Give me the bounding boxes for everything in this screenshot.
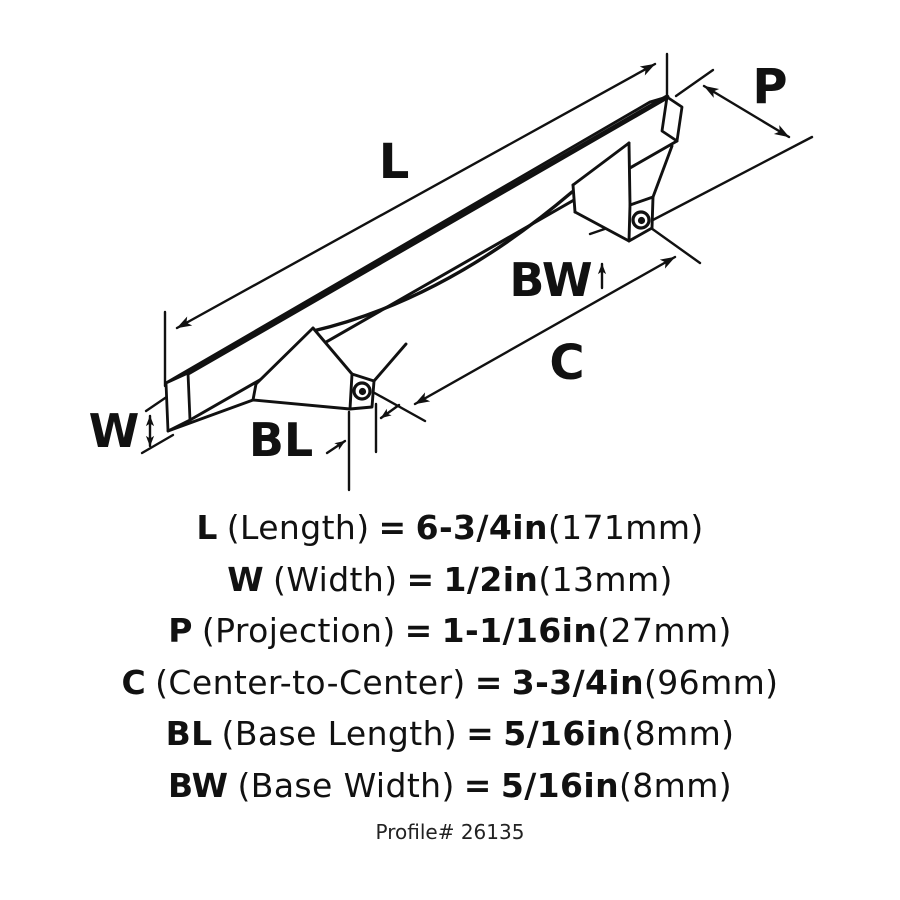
spec-value-metric: (13mm)	[538, 559, 673, 599]
spec-value-imperial: 1/2in	[443, 559, 539, 599]
spec-name: (Center-to-Center)	[155, 662, 466, 702]
spec-line-projection: P(Projection)=1-1/16in(27mm)	[168, 605, 731, 657]
left-post-left-slope	[254, 326, 315, 386]
label-BL: BL	[249, 413, 313, 467]
spec-value-imperial: 5/16in	[500, 765, 619, 805]
spec-line-center-to-center: C(Center-to-Center)=3-3/4in(96mm)	[122, 657, 779, 709]
right-post	[571, 141, 674, 243]
spec-label: BL	[165, 714, 213, 754]
spec-name: (Base Width)	[237, 765, 455, 805]
equals-sign: =	[463, 765, 492, 805]
spec-name: (Length)	[226, 508, 370, 548]
spec-value-imperial: 6-3/4in	[415, 508, 548, 548]
left-post	[251, 326, 408, 411]
bar-right-end-face	[660, 95, 684, 143]
spec-value-metric: (171mm)	[547, 508, 704, 548]
equals-sign: =	[404, 611, 433, 651]
spec-name: (Width)	[273, 559, 398, 599]
spec-label: C	[121, 662, 147, 702]
left-post-right-slope	[372, 342, 408, 383]
right-post-bottom-edge	[573, 210, 631, 243]
label-W: W	[89, 404, 140, 458]
right-post-right-slope	[651, 144, 674, 199]
spec-value-imperial: 1-1/16in	[441, 611, 598, 651]
spec-value-imperial: 3-3/4in	[511, 662, 645, 702]
bar-bottom-back-edge	[166, 398, 255, 433]
dimension-ext-C-right	[649, 226, 702, 265]
dimension-annotations	[140, 52, 814, 492]
label-L: L	[379, 134, 410, 190]
dimension-ext-P-bottom	[647, 135, 814, 224]
dimension-line-P	[702, 84, 791, 139]
label-BW: BW	[509, 253, 592, 307]
handle-bar	[164, 94, 684, 433]
dimension-spec-list: L(Length)=6-3/4in(171mm) W(Width)=1/2in(…	[0, 502, 900, 844]
right-post-left-edge	[571, 183, 577, 214]
equals-sign: =	[466, 714, 495, 754]
spec-line-base-width: BW(Base Width)=5/16in(8mm)	[168, 760, 732, 812]
spec-label: L	[196, 508, 218, 548]
spec-value-metric: (96mm)	[644, 662, 779, 702]
right-post-inner-edge	[627, 141, 632, 207]
screw-hole-left-center	[358, 387, 367, 396]
equals-sign: =	[406, 559, 435, 599]
profile-number: Profile# 26135	[375, 820, 525, 844]
right-post-body	[573, 143, 630, 241]
bar-front-ridge	[185, 94, 670, 376]
left-post-bottom-edge	[251, 398, 352, 411]
left-post-inner-edge	[311, 326, 354, 376]
label-C: C	[549, 335, 584, 391]
dimension-arrow-BL	[325, 439, 347, 455]
spec-line-length: L(Length)=6-3/4in(171mm)	[196, 502, 703, 554]
equals-sign: =	[378, 508, 407, 548]
spec-name: (Base Length)	[221, 714, 458, 754]
dimension-line-L	[175, 62, 657, 330]
bar-left-end-face	[164, 371, 192, 433]
handle-underside-arc	[311, 190, 574, 333]
diagram-svg: L P C W BL BW	[89, 52, 814, 492]
left-post-left-edge	[251, 382, 258, 402]
spec-label: BW	[167, 765, 229, 805]
dimension-arrow-BL-right	[379, 403, 401, 420]
screw-hole-right-center	[637, 216, 646, 225]
spec-line-base-length: BL(Base Length)=5/16in(8mm)	[166, 708, 735, 760]
handle-dimension-diagram: L P C W BL BW	[89, 52, 814, 492]
label-P: P	[752, 59, 787, 115]
spec-value-imperial: 5/16in	[503, 714, 622, 754]
spec-value-metric: (8mm)	[619, 765, 733, 805]
dimension-ext-P-top	[674, 68, 715, 98]
spec-value-metric: (8mm)	[621, 714, 735, 754]
dimension-line-C	[413, 255, 677, 406]
spec-line-width: W(Width)=1/2in(13mm)	[227, 554, 673, 606]
spec-label: P	[168, 611, 193, 651]
right-post-left-slope	[571, 141, 631, 187]
spec-value-metric: (27mm)	[597, 611, 732, 651]
spec-name: (Projection)	[201, 611, 396, 651]
left-post-body	[253, 328, 374, 409]
dimension-ext-W-bottom	[140, 433, 175, 455]
equals-sign: =	[474, 662, 503, 702]
spec-label: W	[227, 559, 265, 599]
